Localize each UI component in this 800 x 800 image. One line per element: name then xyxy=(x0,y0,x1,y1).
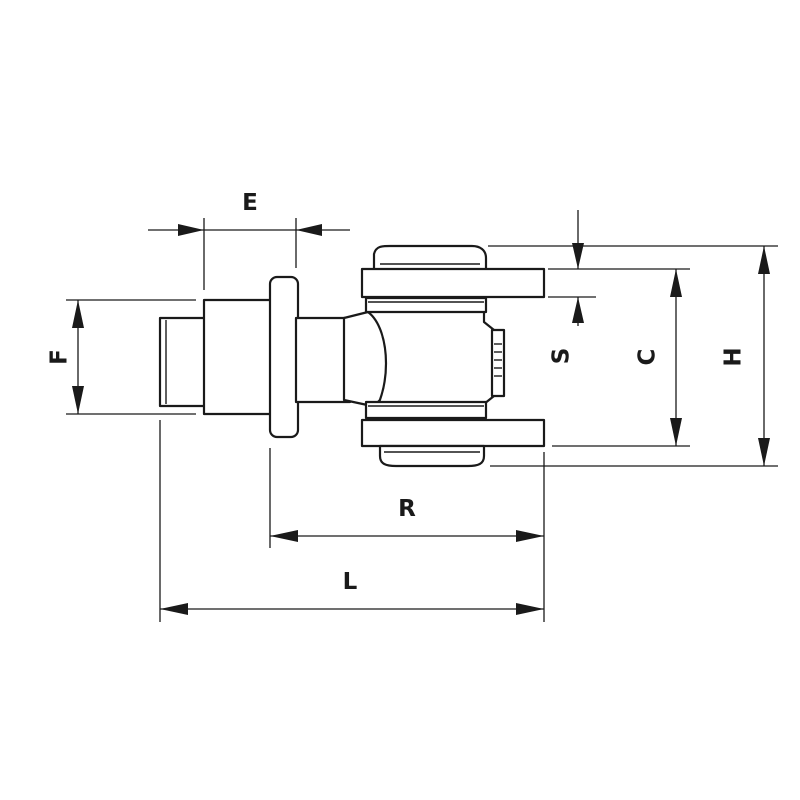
flange-washer xyxy=(268,275,300,439)
arrowhead xyxy=(758,438,770,466)
bottom-plate xyxy=(360,418,546,448)
bottom-cap xyxy=(378,444,486,468)
threaded-stud xyxy=(158,316,208,408)
shank xyxy=(294,316,352,404)
arrowhead xyxy=(670,418,682,446)
dimension-l: L xyxy=(160,569,544,615)
arrowhead xyxy=(270,530,298,542)
arrowhead xyxy=(572,297,584,323)
arrowhead xyxy=(160,603,188,615)
tab-serrations xyxy=(494,343,502,377)
label-l: L xyxy=(343,569,358,595)
arrowhead xyxy=(516,603,544,615)
dimension-e: E xyxy=(148,190,350,236)
dimension-c: C xyxy=(635,269,682,446)
extension-lines xyxy=(66,218,778,622)
top-cap xyxy=(372,244,488,272)
label-f: F xyxy=(47,349,73,365)
arrowhead xyxy=(758,246,770,274)
hex-nut xyxy=(202,298,278,416)
label-e: E xyxy=(242,190,258,216)
arrowhead xyxy=(72,300,84,328)
label-s: S xyxy=(549,348,575,365)
label-r: R xyxy=(398,496,416,522)
arrowhead xyxy=(178,224,204,236)
label-c: C xyxy=(635,349,661,366)
label-h: H xyxy=(721,347,747,366)
top-plate xyxy=(360,267,546,299)
arrowhead xyxy=(516,530,544,542)
dimension-h: H xyxy=(721,246,770,466)
arrowhead xyxy=(296,224,322,236)
hinge-barrel xyxy=(364,296,506,422)
hinge-part xyxy=(158,244,546,468)
arrowhead xyxy=(670,269,682,297)
arrowhead xyxy=(72,386,84,414)
dimension-s: S xyxy=(549,210,584,365)
locking-tab xyxy=(490,328,506,398)
dimension-r: R xyxy=(270,496,544,542)
dimension-f: F xyxy=(47,300,84,414)
arrowhead xyxy=(572,243,584,269)
